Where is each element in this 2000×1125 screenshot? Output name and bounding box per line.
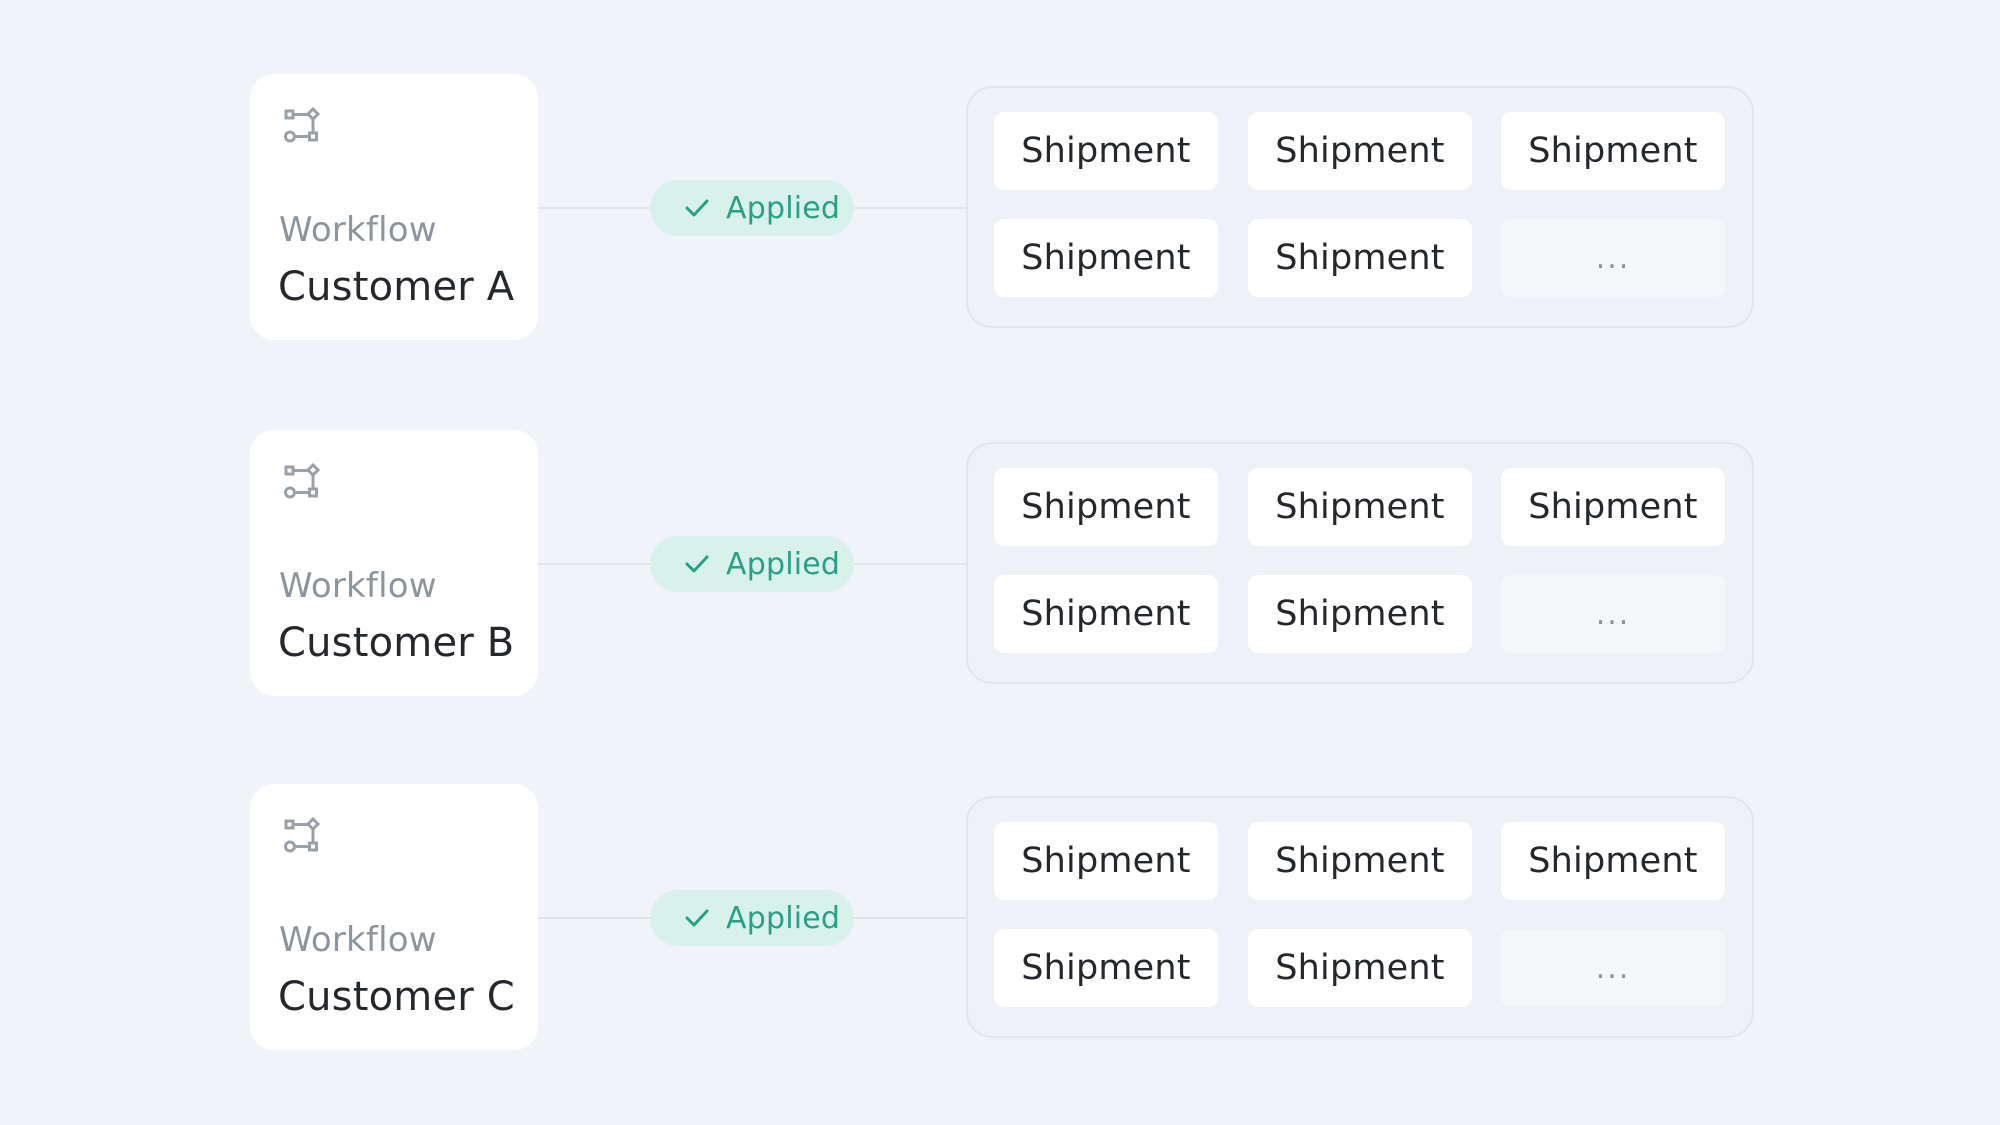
shipment-tile[interactable]: Shipment (1248, 822, 1472, 900)
workflow-row-customer-a: Workflow Customer A Applied Shipment Shi… (0, 74, 2000, 344)
status-badge-applied: Applied (650, 536, 854, 592)
check-icon (685, 555, 709, 573)
more-shipments-tile[interactable]: ... (1501, 219, 1725, 297)
shipments-panel: Shipment Shipment Shipment Shipment Ship… (966, 796, 1754, 1038)
shipment-tile[interactable]: Shipment (1248, 575, 1472, 653)
shipment-tile[interactable]: Shipment (1248, 468, 1472, 546)
workflow-card[interactable]: Workflow Customer C (250, 784, 538, 1050)
workflow-icon (284, 816, 321, 853)
shipment-tile[interactable]: Shipment (994, 929, 1218, 1007)
workflow-kind-label: Workflow (279, 210, 437, 250)
shipment-tile[interactable]: Shipment (1248, 219, 1472, 297)
shipment-tile[interactable]: Shipment (994, 575, 1218, 653)
shipment-tile[interactable]: Shipment (994, 468, 1218, 546)
shipment-tile[interactable]: Shipment (994, 219, 1218, 297)
workflow-customer-name: Customer A (278, 264, 515, 310)
workflow-row-customer-c: Workflow Customer C Applied Shipment Shi… (0, 784, 2000, 1054)
status-label: Applied (726, 190, 841, 226)
status-label: Applied (726, 546, 841, 582)
shipments-panel: Shipment Shipment Shipment Shipment Ship… (966, 442, 1754, 684)
workflow-icon (284, 106, 321, 143)
shipment-tile[interactable]: Shipment (1501, 468, 1725, 546)
check-icon (685, 909, 709, 927)
shipment-tile[interactable]: Shipment (994, 112, 1218, 190)
status-badge-applied: Applied (650, 890, 854, 946)
shipment-tile[interactable]: Shipment (1248, 112, 1472, 190)
workflow-icon (284, 462, 321, 499)
status-badge-applied: Applied (650, 180, 854, 236)
workflow-row-customer-b: Workflow Customer B Applied Shipment Shi… (0, 430, 2000, 700)
workflow-customer-name: Customer B (278, 620, 515, 666)
workflow-card[interactable]: Workflow Customer A (250, 74, 538, 340)
shipment-tile[interactable]: Shipment (1501, 822, 1725, 900)
shipment-tile[interactable]: Shipment (1501, 112, 1725, 190)
shipment-tile[interactable]: Shipment (994, 822, 1218, 900)
more-shipments-tile[interactable]: ... (1501, 929, 1725, 1007)
status-label: Applied (726, 900, 841, 936)
workflow-kind-label: Workflow (279, 566, 437, 606)
workflow-customer-name: Customer C (278, 974, 515, 1020)
shipments-panel: Shipment Shipment Shipment Shipment Ship… (966, 86, 1754, 328)
check-icon (685, 199, 709, 217)
more-shipments-tile[interactable]: ... (1501, 575, 1725, 653)
shipment-tile[interactable]: Shipment (1248, 929, 1472, 1007)
workflow-card[interactable]: Workflow Customer B (250, 430, 538, 696)
workflow-kind-label: Workflow (279, 920, 437, 960)
